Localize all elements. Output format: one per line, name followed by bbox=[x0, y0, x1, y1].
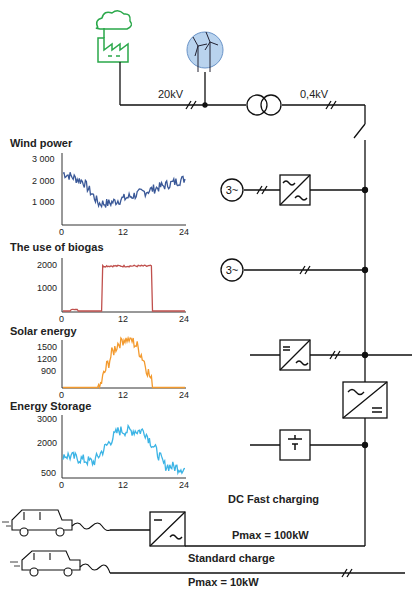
chart-title: The use of biogas bbox=[10, 241, 104, 254]
axis-tick: 1000 bbox=[37, 283, 57, 293]
ev-vehicle-icon bbox=[2, 510, 110, 576]
voltage-label: 20kV bbox=[158, 88, 183, 101]
axis-tick: 1 000 bbox=[32, 197, 55, 207]
battery-symbol bbox=[280, 430, 310, 460]
axis-tick: 0 bbox=[59, 480, 64, 490]
chart-line bbox=[63, 172, 185, 207]
chart-axes bbox=[62, 153, 186, 478]
axis-tick: 0 bbox=[59, 314, 64, 324]
axis-tick: 2000 bbox=[37, 260, 57, 270]
chart-line bbox=[63, 426, 185, 474]
axis-tick: 0 bbox=[59, 390, 64, 400]
axis-tick: 500 bbox=[41, 468, 56, 478]
voltage-label: 0,4kV bbox=[300, 88, 328, 101]
axis-tick: 12 bbox=[118, 480, 128, 490]
axis-tick: 12 bbox=[118, 227, 128, 237]
converter-symbol bbox=[280, 175, 310, 205]
generator-circle: 3~ bbox=[220, 258, 244, 282]
axis-tick: 24 bbox=[179, 480, 189, 490]
chart-line bbox=[63, 265, 185, 311]
axis-tick: 24 bbox=[179, 227, 189, 237]
chart-line bbox=[63, 338, 185, 388]
axis-tick: 24 bbox=[179, 314, 189, 324]
power-rating: Pmax = 100kW bbox=[232, 529, 309, 542]
bus-converter-symbol bbox=[343, 382, 387, 418]
axis-tick: 24 bbox=[179, 390, 189, 400]
chart-title: Wind power bbox=[10, 137, 72, 150]
wind-farm-icon bbox=[187, 32, 223, 72]
generator-circle: 3~ bbox=[220, 178, 244, 202]
axis-tick: 12 bbox=[118, 314, 128, 324]
axis-tick: 1500 bbox=[37, 342, 57, 352]
generator-label: 3~ bbox=[226, 184, 239, 196]
axis-tick: 900 bbox=[41, 366, 56, 376]
chart-title: Energy Storage bbox=[10, 400, 91, 413]
inverter-symbol bbox=[280, 340, 310, 370]
axis-tick: 12 bbox=[118, 390, 128, 400]
axis-tick: 3000 bbox=[37, 414, 57, 424]
axis-tick: 1200 bbox=[37, 354, 57, 364]
axis-tick: 0 bbox=[59, 227, 64, 237]
axis-tick: 3 000 bbox=[32, 154, 55, 164]
axis-tick: 2000 bbox=[37, 438, 57, 448]
power-rating: Pmax = 10kW bbox=[188, 576, 259, 589]
chart-title: Solar energy bbox=[10, 325, 77, 338]
section-label: Standard charge bbox=[188, 552, 275, 565]
dc-charger-symbol bbox=[150, 512, 185, 546]
axis-tick: 2 000 bbox=[32, 176, 55, 186]
power-plant-icon bbox=[96, 11, 131, 62]
generator-label: 3~ bbox=[226, 264, 239, 276]
section-label: DC Fast charging bbox=[228, 493, 319, 506]
